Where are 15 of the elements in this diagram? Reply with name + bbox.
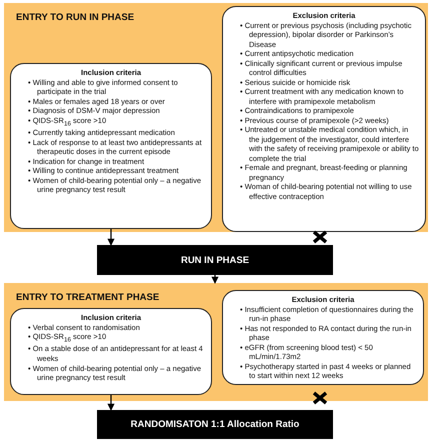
stage-box bbox=[97, 410, 333, 439]
criteria-card bbox=[222, 290, 424, 385]
criteria-card bbox=[222, 6, 426, 232]
stage-label: RUN IN PHASE bbox=[180, 254, 250, 266]
arrow bbox=[211, 275, 219, 284]
arrow bbox=[107, 229, 115, 246]
phase-panel bbox=[4, 3, 428, 232]
section-title: ENTRY TO RUN IN PHASE bbox=[16, 12, 134, 23]
phase-panel bbox=[4, 283, 428, 401]
criteria-card bbox=[10, 308, 212, 395]
stage-box bbox=[97, 245, 333, 275]
section-title: ENTRY TO TREATMENT PHASE bbox=[16, 292, 160, 303]
criteria-card bbox=[10, 63, 212, 229]
arrow bbox=[107, 395, 115, 411]
stage-label: RANDOMISATON 1:1 Allocation Ratio bbox=[130, 419, 300, 430]
